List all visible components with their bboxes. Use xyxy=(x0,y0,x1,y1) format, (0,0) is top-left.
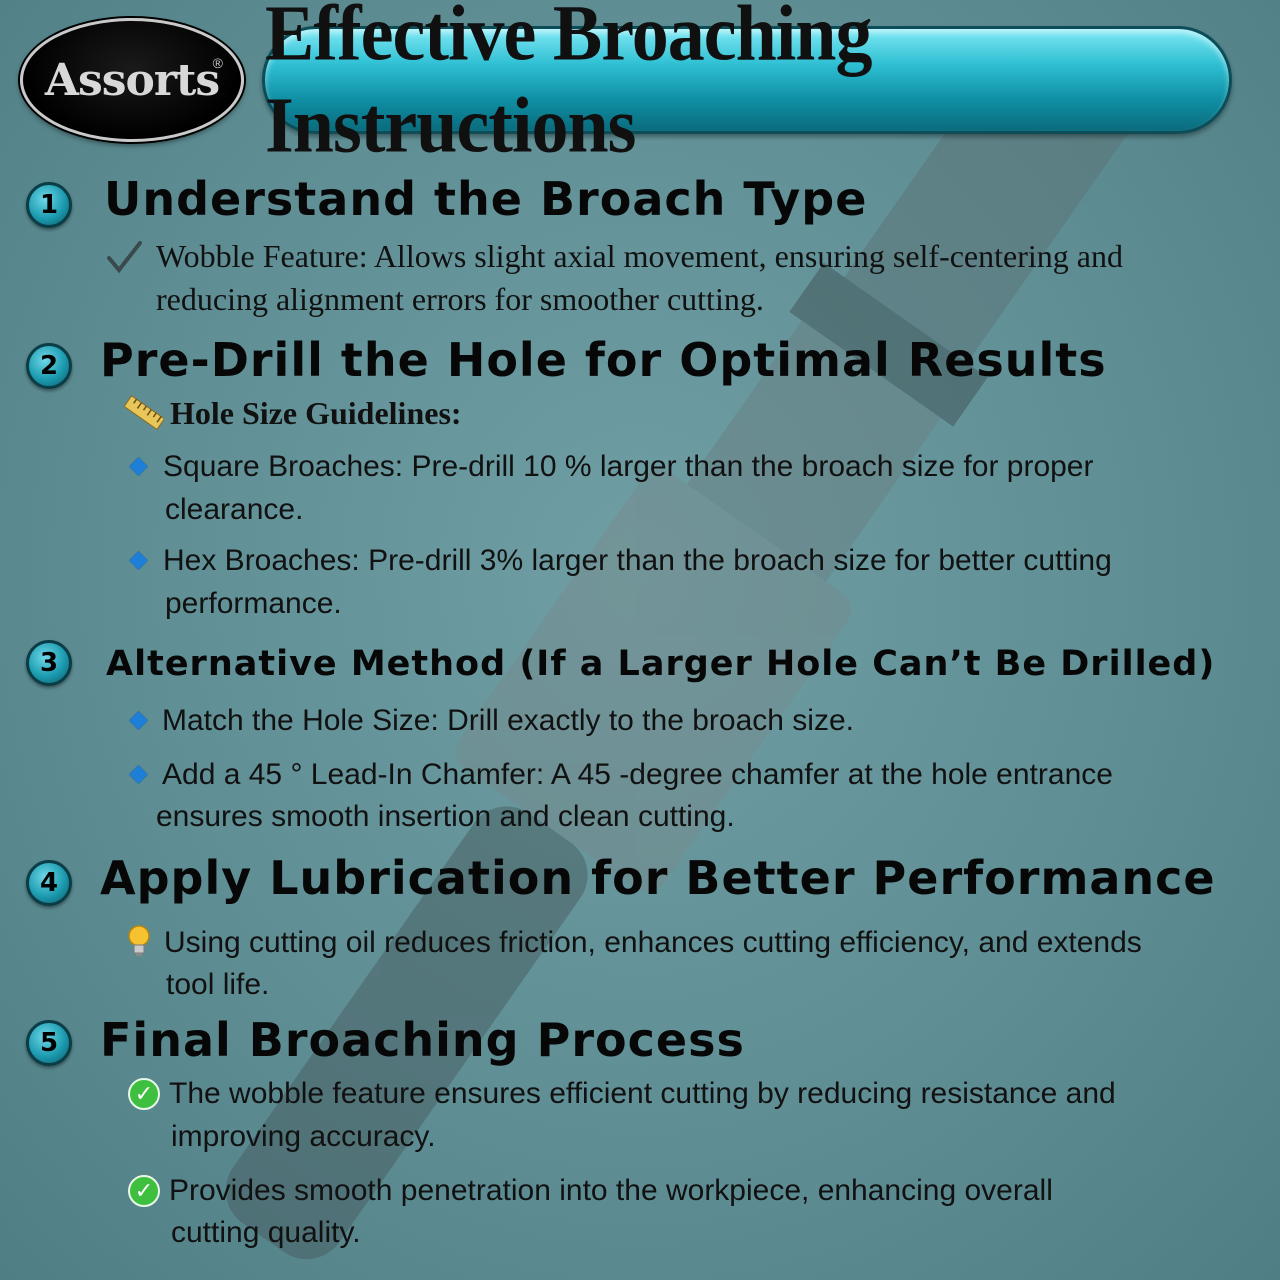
section-5-item-1-line-1: The wobble feature ensures efficient cut… xyxy=(169,1077,1116,1110)
section-2-subheading: Hole Size Guidelines: xyxy=(170,395,462,431)
section-5-number-badge: 5 xyxy=(26,1020,72,1066)
section-2-item-2-line-1: Hex Broaches: Pre-drill 3% larger than t… xyxy=(163,544,1112,577)
brand-logo: Assorts ® xyxy=(20,18,244,142)
section-3-item-2-line-1: Add a 45 ° Lead-In Chamfer: A 45 -degree… xyxy=(162,758,1113,791)
diamond-bullet-icon xyxy=(129,457,148,476)
section-3-heading: Alternative Method (If a Larger Hole Can… xyxy=(106,644,1216,684)
registered-mark: ® xyxy=(212,55,223,71)
section-2-item-1-line-1: Square Broaches: Pre-drill 10 % larger t… xyxy=(163,450,1094,483)
section-4-item-1-line-1: Using cutting oil reduces friction, enha… xyxy=(164,926,1142,959)
section-1-line-1: Wobble Feature: Allows slight axial move… xyxy=(156,238,1123,274)
section-5-item-1-line-2: improving accuracy. xyxy=(171,1120,436,1153)
section-5-item-2-line-1: Provides smooth penetration into the wor… xyxy=(169,1174,1053,1207)
section-4-number-badge: 4 xyxy=(26,860,72,906)
diamond-bullet-icon xyxy=(129,711,148,730)
section-2-item-1-line-2: clearance. xyxy=(165,493,304,526)
section-3-number-badge: 3 xyxy=(26,640,72,686)
section-3-item-1-line-1: Match the Hole Size: Drill exactly to th… xyxy=(162,704,854,737)
section-2-heading: Pre-Drill the Hole for Optimal Results xyxy=(100,333,1107,387)
section-4-heading: Apply Lubrication for Better Performance xyxy=(100,851,1216,905)
section-4-item-1-line-2: tool life. xyxy=(166,968,270,1001)
section-5-heading: Final Broaching Process xyxy=(100,1013,745,1067)
section-1-line-2: reducing alignment errors for smoother c… xyxy=(156,281,764,317)
checkmark-icon xyxy=(106,240,142,279)
section-1-number-badge: 1 xyxy=(26,182,72,228)
section-1-heading: Understand the Broach Type xyxy=(104,172,868,226)
ruler-icon xyxy=(123,394,166,437)
section-3-item-2-line-2: ensures smooth insertion and clean cutti… xyxy=(156,800,735,833)
diamond-bullet-icon xyxy=(129,551,148,570)
section-5-item-2-line-2: cutting quality. xyxy=(171,1216,361,1249)
brand-logo-text: Assorts xyxy=(44,54,220,106)
section-2-item-2-line-2: performance. xyxy=(165,587,342,620)
diamond-bullet-icon xyxy=(129,765,148,784)
page-title: Effective Broaching Instructions xyxy=(265,0,872,170)
title-banner: Effective Broaching Instructions xyxy=(262,0,1232,170)
lightbulb-icon xyxy=(126,924,152,965)
section-2-number-badge: 2 xyxy=(26,343,72,389)
green-check-icon: ✓ xyxy=(128,1078,160,1110)
green-check-icon: ✓ xyxy=(128,1175,160,1207)
